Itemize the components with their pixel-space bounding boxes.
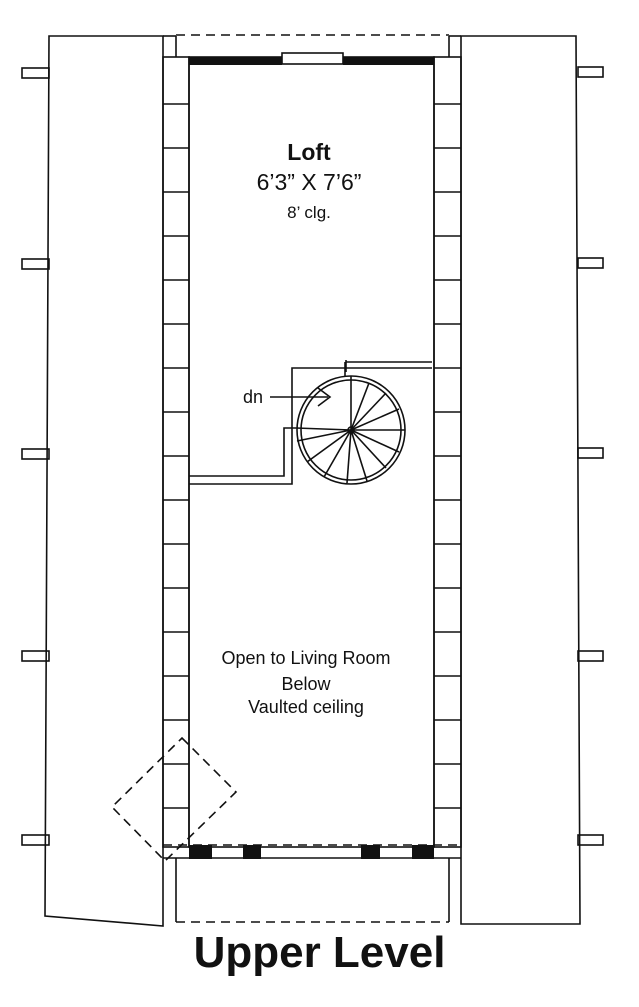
open-area-line-3: Vaulted ceiling (248, 697, 364, 717)
open-area-line-2: Below (281, 674, 331, 694)
ceiling-height: 8’ clg. (287, 203, 331, 222)
left-roof-section (44, 35, 164, 927)
spiral-stair (295, 362, 406, 485)
room-name: Loft (287, 139, 331, 165)
down-arrow-icon (270, 387, 332, 407)
left-rafter-tails (21, 67, 50, 846)
stair-direction-label: dn (243, 387, 263, 407)
top-window (281, 52, 344, 65)
right-roof-section (460, 35, 581, 925)
plan-title: Upper Level (193, 928, 446, 977)
open-area-line-1: Open to Living Room (221, 648, 390, 668)
top-wall (189, 57, 434, 65)
dashed-outline (110, 34, 461, 923)
right-joist-column (433, 56, 462, 848)
right-rafter-tails (577, 66, 604, 846)
room-dimensions: 6’3” X 7’6” (257, 169, 362, 195)
bottom-wall-posts (189, 845, 434, 859)
stair-railing (189, 360, 432, 485)
left-joist-column (162, 56, 190, 848)
